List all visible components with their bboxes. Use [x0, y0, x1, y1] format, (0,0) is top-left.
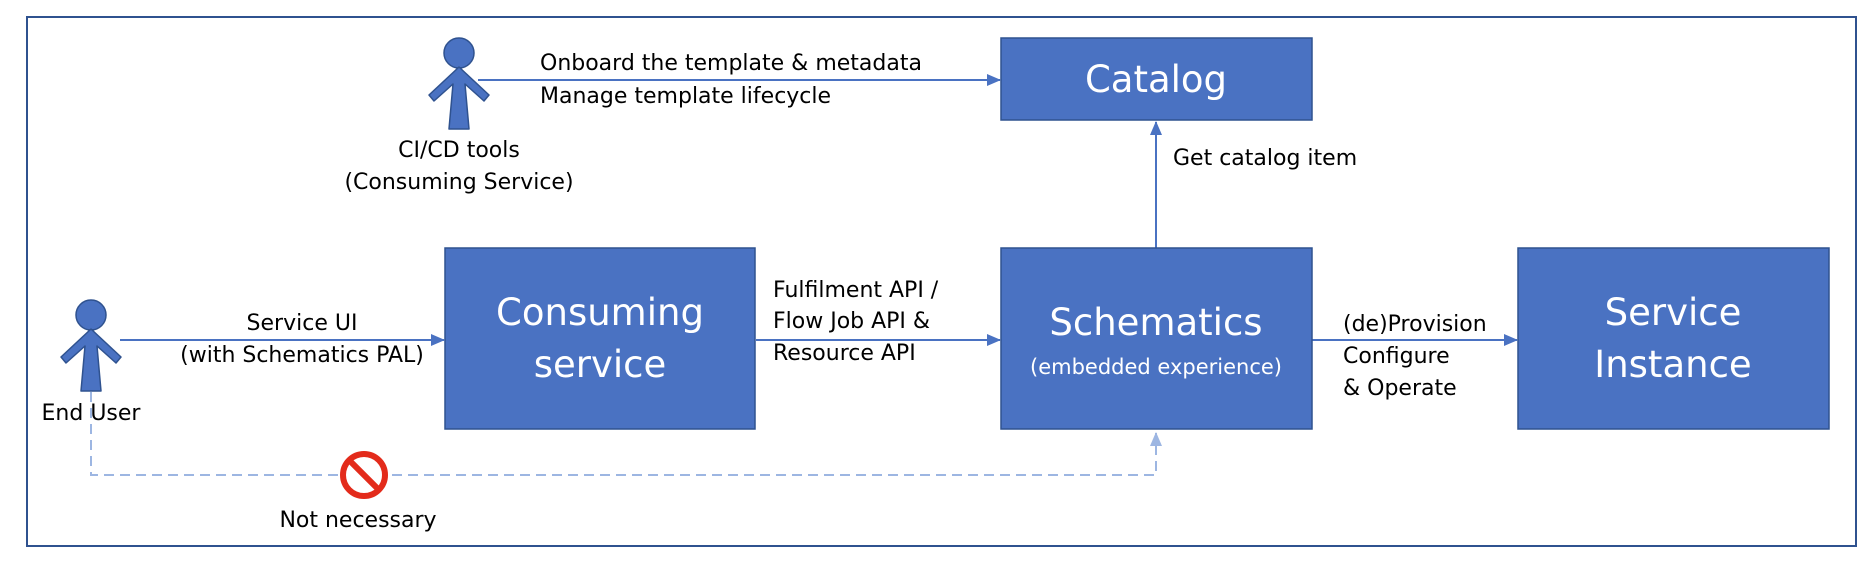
dashed-arrow-user-to-schematics	[90, 392, 1162, 476]
schematics-subtitle: (embedded experience)	[1030, 355, 1282, 379]
schematics-box: Schematics (embedded experience)	[1000, 247, 1313, 430]
api-label-line3: Resource API	[773, 341, 916, 366]
catalog-box: Catalog	[1000, 37, 1313, 121]
provision-label-line3: & Operate	[1343, 376, 1457, 401]
catalog-title: Catalog	[1085, 58, 1227, 101]
service-instance-title-line2: Instance	[1594, 343, 1751, 386]
service-instance-box: Service Instance	[1517, 247, 1830, 430]
consuming-service-box: Consuming service	[444, 247, 756, 430]
schematics-title: Schematics	[1049, 301, 1262, 344]
not-necessary-label: Not necessary	[279, 508, 436, 533]
cicd-actor-icon	[428, 37, 490, 130]
cicd-actor-label-line2: (Consuming Service)	[344, 170, 573, 195]
cicd-to-catalog-label-line2: Manage template lifecycle	[540, 84, 831, 109]
api-label-line2: Flow Job API &	[773, 309, 930, 334]
provision-label-line2: Configure	[1343, 344, 1450, 369]
service-instance-title-line1: Service	[1605, 291, 1742, 334]
prohibited-icon	[340, 451, 388, 499]
provision-label-line1: (de)Provision	[1343, 312, 1487, 337]
consuming-service-title-line2: service	[534, 343, 667, 386]
cicd-actor-label-line1: CI/CD tools	[398, 138, 520, 163]
diagram-frame	[26, 16, 1857, 547]
service-ui-label-line2: (with Schematics PAL)	[180, 343, 424, 368]
service-ui-label-line1: Service UI	[247, 311, 358, 336]
end-user-actor-icon	[60, 299, 122, 392]
end-user-label: End User	[42, 401, 142, 426]
get-catalog-item-label: Get catalog item	[1173, 146, 1357, 171]
api-label-line1: Fulfilment API /	[773, 278, 939, 303]
consuming-service-title-line1: Consuming	[496, 291, 704, 334]
cicd-to-catalog-label-line1: Onboard the template & metadata	[540, 51, 922, 76]
